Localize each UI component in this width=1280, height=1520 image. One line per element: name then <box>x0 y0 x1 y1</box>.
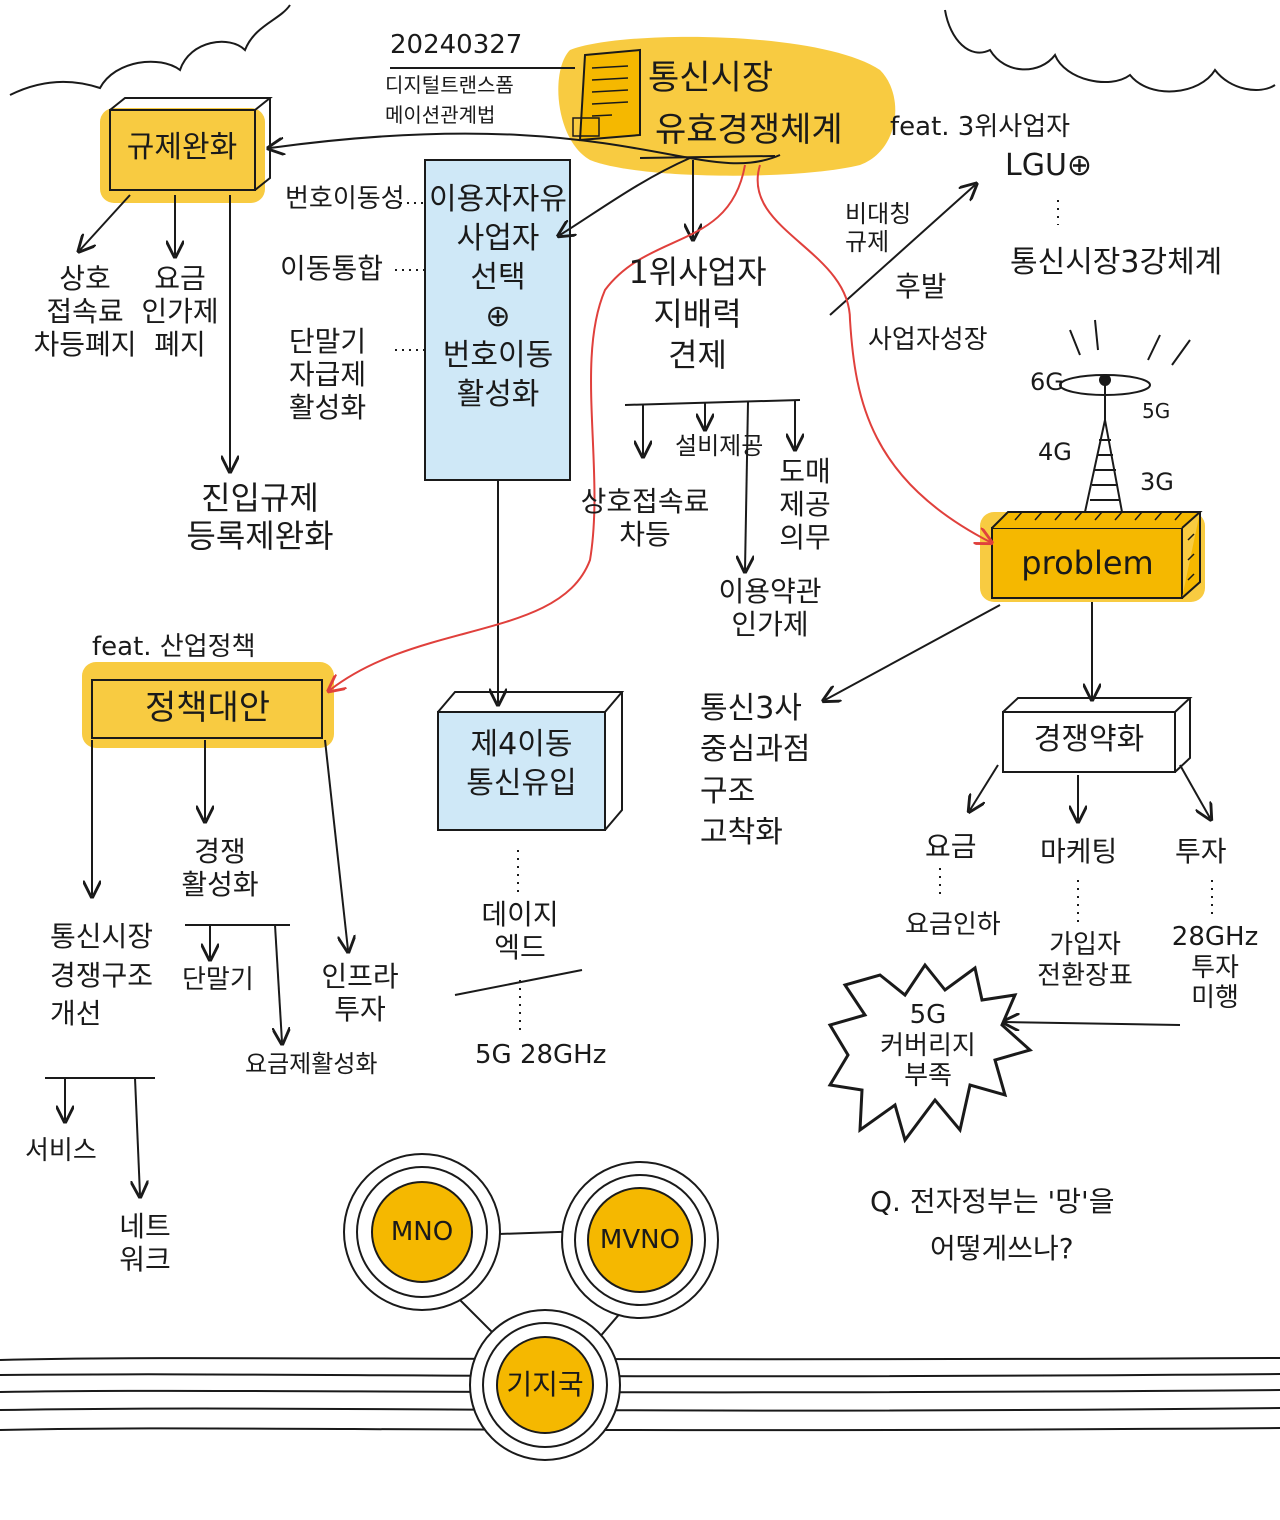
three-major-system: 통신시장3강체계 <box>1010 245 1223 280</box>
question-line2: 어떻게쓰나? <box>930 1232 1074 1265</box>
dominance-branch-line <box>624 399 801 406</box>
red-arrow-to-problem <box>756 164 990 542</box>
main-topic-line1: 통신시장 <box>648 58 774 98</box>
cloud-right-doodle <box>944 9 1276 93</box>
feat-lgu-line1: feat. 3위사업자 <box>890 112 1071 142</box>
problem-box <box>991 511 1203 599</box>
problem-title: problem <box>1021 544 1154 582</box>
source-line-2: 메이션관계법 <box>385 103 496 127</box>
dereg-sub-2: 요금 인가제 폐지 <box>141 262 219 362</box>
question-line1: Q. 전자정부는 '망'을 <box>870 1185 1115 1218</box>
arrow-main-to-deregulation <box>270 132 781 165</box>
weak-fee-sub: 요금인하 <box>905 910 1001 940</box>
weakening-title: 경쟁약화 <box>1033 722 1145 757</box>
cloud-left-doodle <box>9 4 291 96</box>
weak-marketing-sub: 가입자 전환장표 <box>1037 930 1133 991</box>
policy-c2-b: 요금제활성화 <box>245 1050 378 1078</box>
weak-invest-sub: 28GHz 투자 미행 <box>1171 922 1259 1014</box>
highlight-deregulation <box>100 108 265 203</box>
asym-label-1: 비대칭 <box>845 200 912 228</box>
policy-c2-a: 단말기 <box>182 965 254 995</box>
arrow-dereg-left <box>80 194 131 250</box>
policy-feat: feat. 산업정책 <box>92 632 256 662</box>
policy-c1: 통신시장 경쟁구조 개선 <box>50 920 154 1031</box>
policy-c1-b: 네트 워크 <box>119 1210 171 1277</box>
arrow-asym-to-lgu <box>829 185 975 316</box>
coverage-starburst <box>827 962 1034 1144</box>
main-topic-line2: 유효경쟁체계 <box>655 110 843 150</box>
fourth-note-2: 5G 28GHz <box>475 1040 607 1070</box>
dereg-sub-1: 상호 접속료 차등폐지 <box>33 262 137 362</box>
arrow-main-to-userchoice <box>560 157 691 235</box>
tower-3g-label: 3G <box>1140 468 1174 496</box>
fourth-box-shape <box>437 691 625 831</box>
growth-label-1: 후발 <box>895 270 947 303</box>
fourth-note-1: 데이지 엑드 <box>481 898 559 965</box>
deregulation-title: 규제완화 <box>126 130 238 165</box>
source-line-1: 디지털트랜스폼 <box>385 73 514 97</box>
tower-4g-label: 4G <box>1038 438 1072 466</box>
user-choice-text: 이용자자유 사업자 선택 ⊕ 번호이동 활성화 <box>429 182 567 412</box>
policy-c3: 인프라 투자 <box>321 960 399 1027</box>
growth-label-2: 사업자성장 <box>868 325 988 355</box>
user-choice-box <box>424 159 571 481</box>
mno-node <box>371 1181 473 1283</box>
tower-6g-label: 6G <box>1030 368 1064 396</box>
coverage-label: 5G 커버리지 부족 <box>880 1000 976 1092</box>
weakening-box <box>1002 697 1193 773</box>
arrow-weak-3 <box>1179 764 1210 818</box>
highlight-main-topic <box>558 36 896 176</box>
arrow-c1-b <box>135 1077 140 1195</box>
arrow-invest-to-coverage <box>1005 1022 1181 1025</box>
mvno-node <box>587 1187 693 1293</box>
policy-title: 정책대안 <box>144 688 271 728</box>
tower-5g-label: 5G <box>1142 399 1171 423</box>
asym-label-2: 규제 <box>845 228 890 256</box>
mvno-label: MVNO <box>599 1225 681 1255</box>
arrow-c2-b <box>275 924 282 1042</box>
weak-invest: 투자 <box>1175 835 1227 868</box>
three-carrier-structure: 통신3사 중심과점 구조 고착화 <box>700 691 811 851</box>
policy-box <box>91 679 323 739</box>
dominance-sub-1: 상호접속료 차등 <box>580 485 710 552</box>
strike-line <box>454 969 583 996</box>
policy-c1-a: 서비스 <box>25 1136 97 1166</box>
weak-marketing: 마케팅 <box>1040 835 1118 868</box>
user-left-2: 이동통합 <box>280 252 384 285</box>
dereg-entry: 진입규제 등록제완화 <box>186 479 334 555</box>
main-underline <box>639 155 776 159</box>
wire-lines <box>0 1357 1280 1432</box>
highlight-policy <box>82 662 334 748</box>
arrow-problem-to-three <box>825 604 1001 700</box>
network-graph <box>343 1153 719 1461</box>
deregulation-box <box>109 97 273 191</box>
feat-lgu-line2: LGU⊕ <box>1005 148 1093 183</box>
user-left-1: 번호이동성 <box>285 184 405 214</box>
fourth-box-text: 제4이동 통신유입 <box>466 727 577 801</box>
book-icon <box>572 48 641 142</box>
date-label: 20240327 <box>390 30 523 60</box>
dominance-title: 1위사업자 지배력 견제 <box>628 253 767 375</box>
user-left-3: 단말기 자급제 활성화 <box>288 325 367 425</box>
mno-label: MNO <box>390 1217 454 1247</box>
arrow-policy-3 <box>324 739 348 950</box>
arrow-weak-1 <box>970 764 999 810</box>
dominance-sub-2: 설비제공 <box>675 432 764 460</box>
red-arrow-to-policy <box>330 164 746 690</box>
weak-fee: 요금 <box>925 830 977 863</box>
dominance-sub-4: 도매 제공 의무 <box>779 455 831 555</box>
tower-icon <box>1059 319 1191 513</box>
base-node <box>496 1336 594 1434</box>
arrow-dom-3 <box>745 401 748 570</box>
policy-c2: 경쟁 활성화 <box>181 835 259 902</box>
dominance-sub-3: 이용약관 인가제 <box>718 575 822 642</box>
base-station-label: 기지국 <box>506 1368 584 1401</box>
